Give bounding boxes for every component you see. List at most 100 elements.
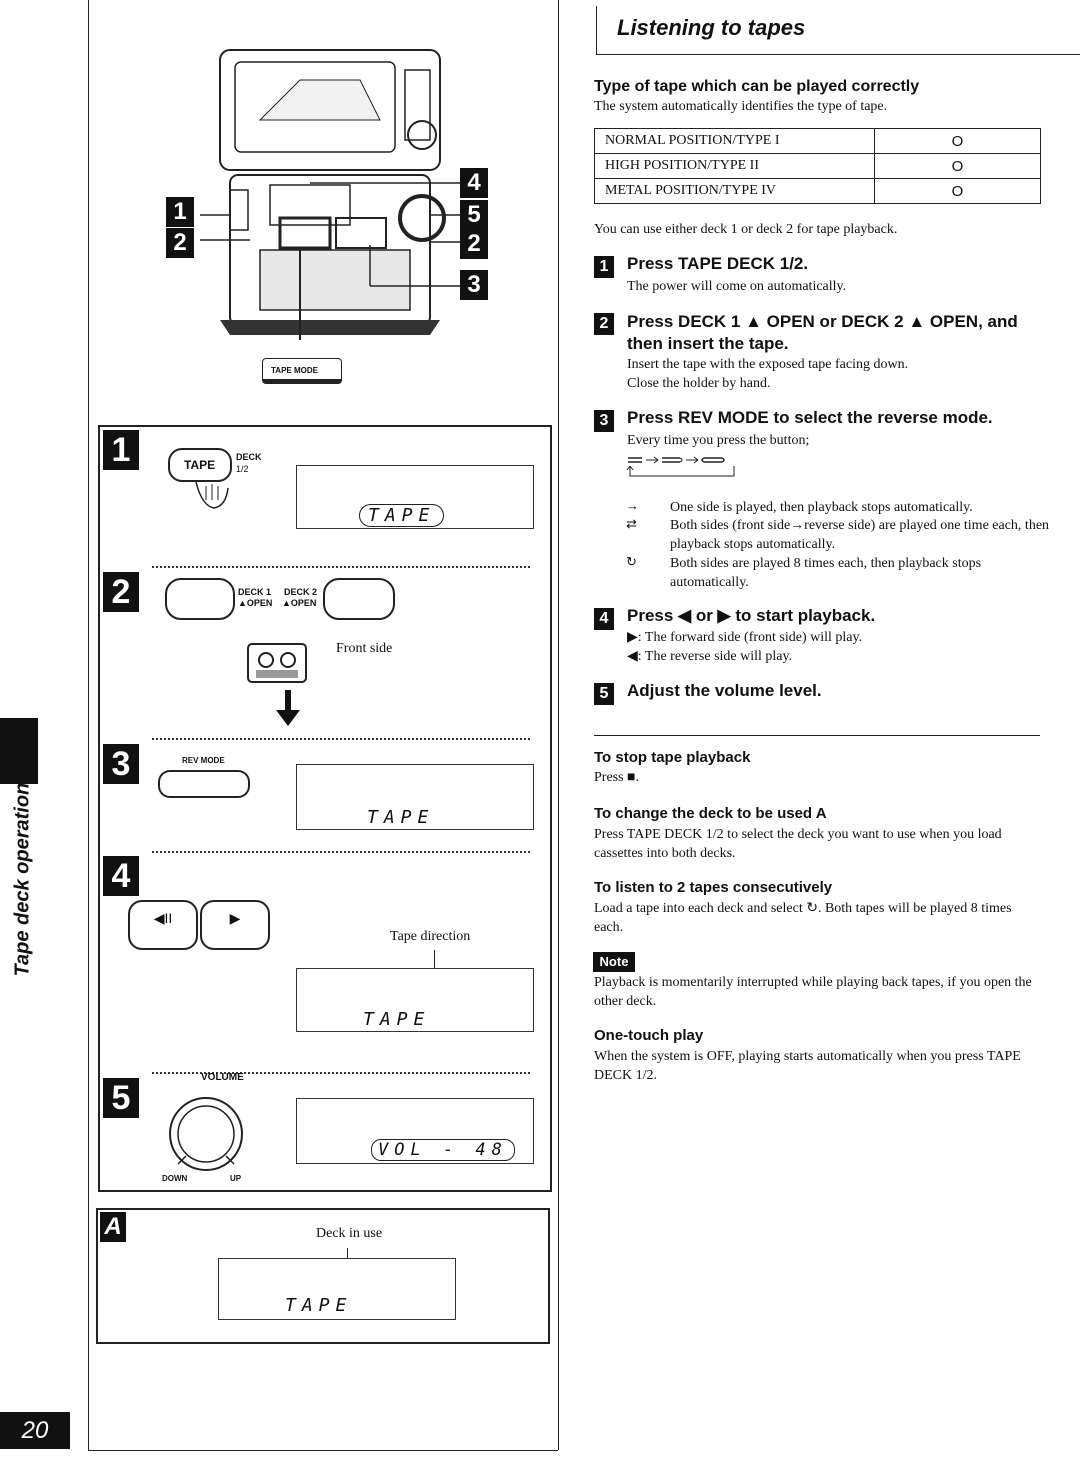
lcd-display-step-5: VOL - 48 [296,1098,534,1164]
page-title: Listening to tapes [617,15,806,40]
section-tab-label: Tape deck operation [11,782,34,977]
callout-1: 1 [166,197,194,227]
deck-usage-note: You can use either deck 1 or deck 2 for … [594,222,898,237]
rewind-play-button: ◀II [128,900,198,950]
tape-type-intro: The system automatically identifies the … [594,99,888,114]
header-left-rule [596,6,597,54]
deck2-label: DECK 2 [284,587,318,597]
rev-mode-symbol-3: ↻ [626,554,637,569]
step-divider-1 [152,566,530,568]
tape-mode-label: TAPE MODE [271,366,318,375]
step-5-title: Adjust the volume level. [627,681,822,700]
lcd-display-step-4: TAPE [296,968,534,1032]
forward-play-button: ▶ [200,900,270,950]
tape-type-cell: NORMAL POSITION/TYPE I [594,128,875,154]
rev-mode-button [158,770,250,798]
stereo-unit-illustration [200,49,460,340]
deck1-open-button [165,578,235,620]
step-1-title: Press TAPE DECK 1/2. [627,254,809,273]
step-2-title: Press DECK 1 ▲ OPEN or DECK 2 ▲ OPEN, an… [627,312,1018,353]
callout-2-left: 2 [166,228,194,258]
callout-3: 3 [460,270,488,300]
panel-step-5: 5 [103,1078,139,1118]
down-arrow-icon [276,690,300,726]
step-2-body-line-2: Close the holder by hand. [627,376,771,391]
volume-down-label: DOWN [162,1174,188,1183]
one-touch-body: When the system is OFF, playing starts a… [594,1049,1021,1083]
note-badge: Note [593,952,635,972]
lcd-volume-text: VOL - 48 [371,1139,515,1161]
cassette-icon [247,643,307,683]
step-4-title: Press ◀ or ▶ to start playback. [627,606,876,625]
bottom-rule [88,1450,558,1451]
callout-2-right: 2 [460,229,488,259]
step-5-badge: 5 [594,683,614,705]
deck-sub-label: 1/2 [236,464,249,474]
step-divider-4 [152,1072,530,1074]
tape-button-label: TAPE [184,458,216,472]
step-4-body-line-1: ▶: The forward side (front side) will pl… [627,630,863,645]
tape-supported-mark: O [874,153,1041,179]
lcd-tape-text-a: TAPE [285,1295,353,1316]
lcd-display-step-3: TAPE [296,764,534,830]
tape-mode-button: TAPE MODE [262,358,342,384]
header-bottom-rule [596,54,1080,55]
rev-mode-symbol-2: ⇄ [626,516,637,531]
step-divider-3 [152,851,530,853]
reverse-play-icon: ◀II [153,910,173,926]
step-4-body-line-2: ◀: The reverse side will play. [627,649,793,664]
left-column-rule [88,0,89,1450]
rev-mode-label: REV MODE [182,756,225,765]
lcd-tape-text-4: TAPE [363,1009,431,1030]
rev-mode-desc-1: One side is played, then playback stops … [670,500,973,515]
steps-illustration-panel [98,425,552,1192]
tip-consecutive-heading: To listen to 2 tapes consecutively [594,879,833,896]
rev-mode-desc-2: Both sides (front side→reverse side) are… [670,518,1050,552]
tape-deck-button: TAPE [168,448,232,482]
tape-type-heading: Type of tape which can be played correct… [594,78,920,95]
rev-mode-cycle-icon [626,456,735,477]
tip-stop-heading: To stop tape playback [594,749,751,766]
volume-label: VOLUME [201,1072,244,1083]
deck1-label: DECK 1 [238,587,272,597]
panel-step-2: 2 [103,572,139,612]
panel-step-4: 4 [103,856,139,896]
step-divider-2 [152,738,530,740]
deck2-open-label: ▲OPEN [282,598,317,608]
callout-4: 4 [460,168,488,198]
pressing-hand-icon [195,481,229,509]
step-4-badge: 4 [594,608,614,630]
deck-in-use-label: Deck in use [316,1226,383,1241]
deck-in-use-panel [96,1208,550,1344]
volume-up-label: UP [230,1174,242,1183]
lcd-tape-text-1: TAPE [359,504,445,527]
tape-type-cell: METAL POSITION/TYPE IV [594,178,875,204]
lcd-display-step-1: TAPE [296,465,534,529]
step-1-badge: 1 [594,256,614,278]
tip-consecutive-body: Load a tape into each deck and select ↻.… [594,901,1012,935]
tip-change-deck-heading: To change the deck to be used A [594,805,827,822]
lcd-tape-text-3: TAPE [367,807,435,828]
forward-play-icon: ▶ [229,910,241,926]
step-2-badge: 2 [594,313,614,335]
one-touch-heading: One-touch play [594,1027,704,1044]
tip-change-deck-body: Press TAPE DECK 1/2 to select the deck y… [594,827,1002,861]
step-3-title: Press REV MODE to select the reverse mod… [627,408,993,427]
tape-direction-pointer [434,950,435,972]
note-body: Playback is momentarily interrupted whil… [594,975,1032,1009]
step-3-body: Every time you press the button; [627,433,810,448]
section-tab-marker [0,718,38,784]
tips-divider [594,735,1040,736]
center-column-rule [558,0,559,1450]
tape-type-cell: HIGH POSITION/TYPE II [594,153,875,179]
callout-5: 5 [460,200,488,230]
page-number: 20 [0,1412,70,1449]
tape-supported-mark: O [874,128,1041,154]
panel-label-a: A [100,1212,126,1242]
tape-supported-mark: O [874,178,1041,204]
deck1-open-label: ▲OPEN [238,598,273,608]
